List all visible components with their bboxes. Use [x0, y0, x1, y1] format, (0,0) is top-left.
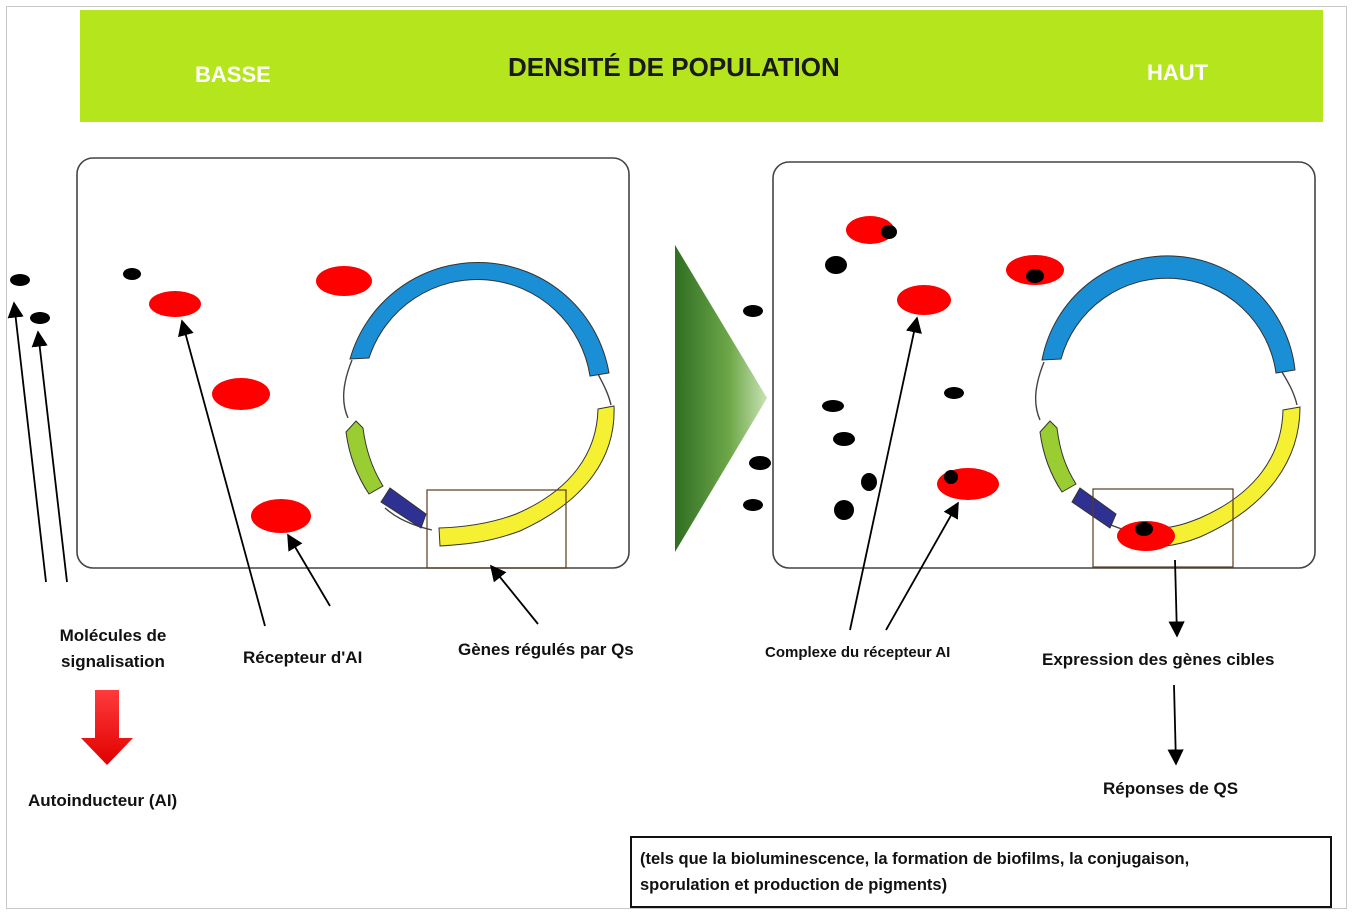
responses-note-line1: (tels que la bioluminescence, la formati… — [640, 850, 1190, 868]
signal-molecule — [30, 312, 50, 324]
signal-molecule — [743, 499, 763, 511]
right-qs-genes-box — [1092, 488, 1234, 568]
left-navy-gene — [380, 487, 427, 529]
left-blue-gene — [349, 261, 610, 377]
left-green-gene — [345, 420, 384, 495]
signal-molecule-bound — [944, 470, 958, 484]
signal-molecule — [822, 400, 844, 412]
left-plasmid — [342, 261, 615, 547]
signal-molecule — [123, 268, 141, 280]
qs-genes-label: Gènes régulés par Qs — [458, 640, 634, 659]
signal-molecule — [743, 305, 763, 317]
ai-receptor — [316, 266, 372, 296]
population-density-banner — [80, 10, 1323, 122]
signal-molecule — [861, 473, 877, 491]
response-arrow — [1167, 684, 1184, 766]
low-density-label: BASSE — [195, 62, 271, 87]
left-plasmid-backbone — [342, 359, 353, 419]
right-green-gene — [1039, 420, 1077, 493]
left-yellow-gene — [438, 405, 615, 547]
ai-receptor — [897, 285, 951, 315]
genes-arrow — [489, 564, 539, 625]
complex-arrow — [885, 501, 959, 631]
complex-arrow — [849, 316, 922, 631]
signal-arrow — [31, 330, 68, 583]
receptor-complex-on-dna — [1117, 521, 1175, 551]
signaling-molecules-label: Molécules de signalisation — [59, 626, 167, 671]
red-down-arrow-icon — [81, 690, 133, 765]
responses-note-line2: sporulation et production de pigments) — [640, 876, 948, 894]
responses-note-box: (tels que la bioluminescence, la formati… — [630, 836, 1332, 908]
signal-molecule — [825, 256, 847, 274]
autoinducer-label: Autoinducteur (AI) — [28, 791, 178, 810]
signal-molecule — [833, 432, 855, 446]
low-density-cell — [76, 157, 630, 569]
receptor-arrow — [178, 319, 266, 627]
signal-molecule — [834, 500, 854, 520]
figure-frame — [6, 6, 1347, 909]
expression-arrow — [1168, 559, 1185, 638]
receptor-complex-label: Complexe du récepteur AI — [765, 644, 951, 661]
signal-molecule-bound — [1135, 522, 1153, 536]
right-navy-gene — [1071, 487, 1117, 529]
signal-molecule — [944, 387, 964, 399]
receptor-complex — [846, 216, 894, 244]
signal-molecule — [10, 274, 30, 286]
banner-title: DENSITÉ DE POPULATION — [508, 52, 840, 82]
signal-molecule — [749, 456, 771, 470]
receptor-arrow — [287, 533, 331, 607]
signal-arrow — [7, 301, 47, 583]
target-gene-expression-label: Expression des gènes cibles — [1042, 650, 1275, 669]
ai-receptor-label: Récepteur d'AI — [243, 648, 363, 667]
right-blue-gene — [1041, 255, 1296, 374]
ai-receptor — [251, 499, 311, 533]
green-triangle-arrow-icon — [675, 245, 767, 552]
signal-molecule-bound — [1026, 269, 1044, 283]
high-density-label: HAUT — [1147, 60, 1209, 85]
qs-responses-label: Réponses de QS — [1103, 779, 1239, 798]
ai-receptor — [212, 378, 270, 410]
ai-receptor — [149, 291, 201, 317]
signal-molecule-bound — [881, 225, 897, 239]
